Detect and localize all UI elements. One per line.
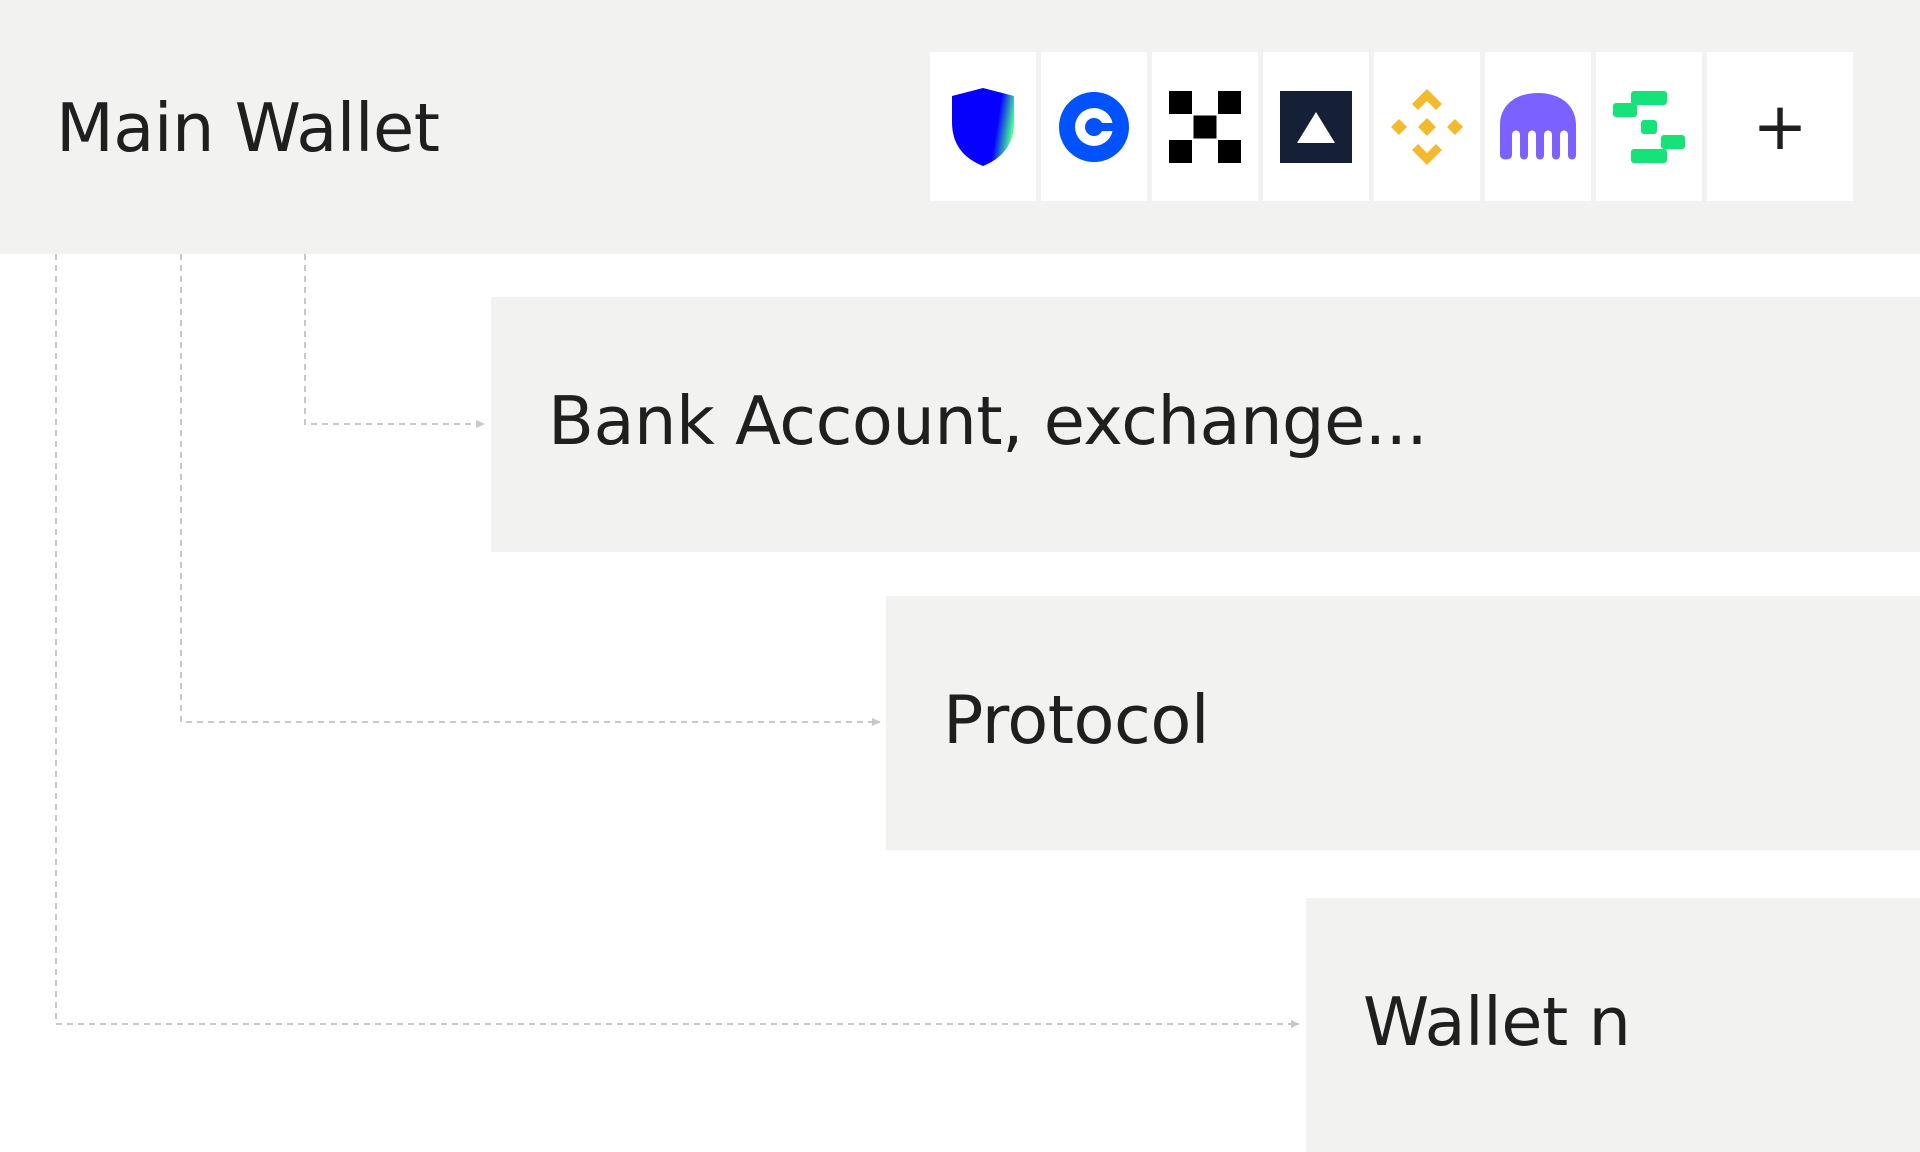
wallet-n-card[interactable]: Wallet n <box>1306 898 1920 1152</box>
bank-account-card[interactable]: Bank Account, exchange... <box>491 297 1920 552</box>
coinbase-icon <box>1059 91 1129 162</box>
main-wallet-title: Main Wallet <box>56 89 440 167</box>
kraken-icon <box>1500 92 1576 159</box>
bitstamp-triangle-icon <box>1280 90 1352 163</box>
binance-tile[interactable] <box>1374 52 1480 201</box>
protocol-label: Protocol <box>943 681 1210 759</box>
connector-bank <box>304 254 485 428</box>
coinbase-tile[interactable] <box>1041 52 1147 201</box>
plus-icon: + <box>1752 87 1808 165</box>
wallet-n-label: Wallet n <box>1363 983 1631 1061</box>
trust-wallet-shield-icon <box>952 87 1014 166</box>
okx-icon <box>1169 90 1241 163</box>
bank-account-label: Bank Account, exchange... <box>548 382 1428 460</box>
trust-wallet-tile[interactable] <box>930 52 1036 201</box>
okx-tile[interactable] <box>1152 52 1258 201</box>
add-wallet-button[interactable]: + <box>1707 52 1853 201</box>
protocol-card[interactable]: Protocol <box>886 596 1920 850</box>
wallet-icon-strip: + <box>930 52 1853 201</box>
bitstamp-tile[interactable] <box>1263 52 1369 201</box>
green-exchange-tile[interactable] <box>1596 52 1702 201</box>
kraken-tile[interactable] <box>1485 52 1591 201</box>
main-wallet-panel: Main Wallet <box>0 0 1920 254</box>
binance-icon <box>1391 88 1463 165</box>
green-exchange-icon <box>1613 90 1685 163</box>
